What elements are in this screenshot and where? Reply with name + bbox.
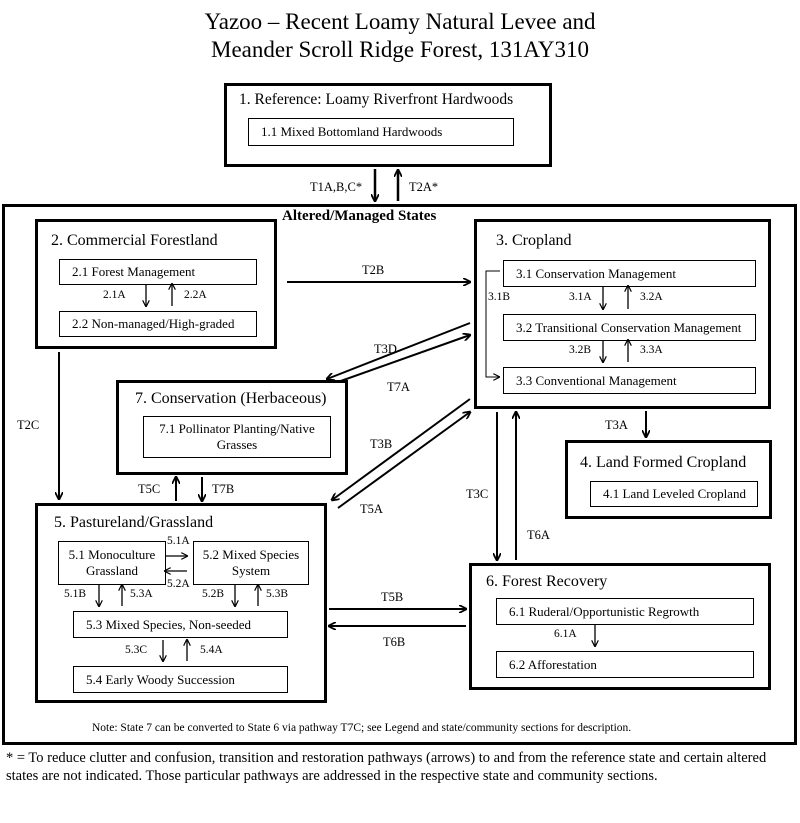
label-t2a: T2A* [409, 180, 439, 194]
label-t3b: T3B [370, 437, 393, 451]
label-t6b: T6B [383, 635, 406, 649]
label-t2b: T2B [362, 263, 385, 277]
label-p5-3b: 5.3B [266, 588, 289, 600]
label-t7b: T7B [212, 482, 235, 496]
community-3-1-label: 3.1 Conservation Management [516, 265, 676, 281]
state-4-box: 4. Land Formed Cropland 4.1 Land Leveled… [565, 440, 772, 519]
label-p5-3a: 5.3A [130, 588, 153, 600]
altered-states-label: Altered/Managed States [282, 208, 437, 224]
community-7-1-label-line-1: 7.1 Pollinator Planting/Native [159, 421, 315, 436]
arrow-3-1b [485, 270, 500, 377]
community-6-1: 6.1 Ruderal/Opportunistic Regrowth [496, 598, 754, 625]
diagram-title-line-1: Yazoo – Recent Loamy Natural Levee and [204, 9, 596, 34]
community-5-4: 5.4 Early Woody Succession [73, 666, 288, 693]
arrow-t7a [337, 335, 470, 383]
label-p3-3a: 3.3A [640, 344, 663, 356]
state-1-box: 1. Reference: Loamy Riverfront Hardwoods… [224, 83, 552, 167]
label-p5-3c: 5.3C [125, 644, 148, 656]
community-5-1-label-line-1: 5.1 Monoculture [68, 547, 156, 562]
label-t7a: T7A [387, 380, 410, 394]
community-5-1-label-line-2: Grassland [86, 563, 138, 578]
community-4-1-label: 4.1 Land Leveled Cropland [603, 486, 746, 501]
state-3-title: 3. Cropland [496, 232, 572, 249]
diagram-note: Note: State 7 can be converted to State … [92, 722, 632, 734]
label-p5-1b: 5.1B [64, 588, 87, 600]
community-6-2-label: 6.2 Afforestation [509, 656, 597, 672]
label-t5c: T5C [138, 482, 161, 496]
community-5-2: 5.2 Mixed Species System [193, 541, 309, 585]
state-6-title: 6. Forest Recovery [486, 573, 608, 590]
label-p5-1a: 5.1A [167, 535, 190, 547]
community-1-1-label: 1.1 Mixed Bottomland Hardwoods [261, 124, 443, 139]
state-6-box: 6. Forest Recovery 6.1 Ruderal/Opportuni… [469, 563, 771, 690]
label-p3-1a: 3.1A [569, 291, 592, 303]
community-5-1: 5.1 Monoculture Grassland [58, 541, 166, 585]
community-5-3: 5.3 Mixed Species, Non-seeded [73, 611, 288, 638]
state-2-box: 2. Commercial Forestland 2.1 Forest Mana… [35, 219, 277, 349]
state-7-title: 7. Conservation (Herbaceous) [135, 390, 327, 407]
community-5-2-label-line-2: System [231, 563, 271, 578]
footnote: * = To reduce clutter and confusion, tra… [6, 750, 767, 784]
label-t5a: T5A [360, 502, 383, 516]
community-2-2-label: 2.2 Non-managed/High-graded [72, 316, 235, 331]
state-2-title: 2. Commercial Forestland [51, 232, 218, 249]
state-5-box: 5. Pastureland/Grassland 5.1 Monoculture… [35, 503, 327, 703]
community-3-3-label: 3.3 Conventional Management [516, 372, 677, 388]
diagram-title-line-2: Meander Scroll Ridge Forest, 131AY310 [211, 37, 589, 62]
label-p6-1a: 6.1A [554, 628, 577, 640]
label-t5b: T5B [381, 590, 404, 604]
community-5-4-label: 5.4 Early Woody Succession [86, 671, 235, 687]
arrow-t3b [332, 398, 471, 500]
label-p5-4a: 5.4A [200, 644, 223, 656]
arrow-t3d [327, 322, 471, 379]
label-p5-2b: 5.2B [202, 588, 225, 600]
label-p2-1a: 2.1A [103, 289, 126, 301]
label-p2-2a: 2.2A [184, 289, 207, 301]
label-t3c: T3C [466, 487, 489, 501]
label-t3d: T3D [374, 342, 397, 356]
community-3-2-label: 3.2 Transitional Conservation Management [516, 319, 742, 335]
state-7-box: 7. Conservation (Herbaceous) 7.1 Pollina… [116, 380, 348, 475]
label-p3-1b: 3.1B [488, 291, 511, 303]
arrow-t5a [337, 412, 470, 509]
label-t1: T1A,B,C* [310, 180, 363, 194]
label-p5-2a: 5.2A [167, 578, 190, 590]
label-p3-2b: 3.2B [569, 344, 592, 356]
community-6-1-label: 6.1 Ruderal/Opportunistic Regrowth [509, 603, 700, 619]
state-4-title: 4. Land Formed Cropland [580, 454, 747, 471]
label-t6a: T6A [527, 528, 550, 542]
community-6-2: 6.2 Afforestation [496, 651, 754, 678]
community-7-1: 7.1 Pollinator Planting/Native Grasses [143, 416, 331, 458]
label-t2c: T2C [17, 418, 40, 432]
community-2-1: 2.1 Forest Management [59, 259, 257, 285]
state-5-title: 5. Pastureland/Grassland [54, 514, 214, 531]
community-4-1: 4.1 Land Leveled Cropland [590, 481, 758, 507]
community-1-1: 1.1 Mixed Bottomland Hardwoods [248, 118, 514, 146]
label-t3a: T3A [605, 418, 628, 432]
community-5-2-label-line-1: 5.2 Mixed Species [202, 547, 300, 562]
community-2-1-label: 2.1 Forest Management [72, 264, 196, 279]
community-3-1: 3.1 Conservation Management [503, 260, 756, 287]
community-3-3: 3.3 Conventional Management [503, 367, 756, 394]
community-5-3-label: 5.3 Mixed Species, Non-seeded [86, 616, 251, 632]
state-1-title: 1. Reference: Loamy Riverfront Hardwoods [239, 91, 514, 108]
community-3-2: 3.2 Transitional Conservation Management [503, 314, 756, 341]
community-2-2: 2.2 Non-managed/High-graded [59, 311, 257, 337]
state-3-box: 3. Cropland 3.1 Conservation Management … [474, 219, 771, 409]
community-7-1-label-line-2: Grasses [216, 437, 258, 452]
label-p3-2a: 3.2A [640, 291, 663, 303]
